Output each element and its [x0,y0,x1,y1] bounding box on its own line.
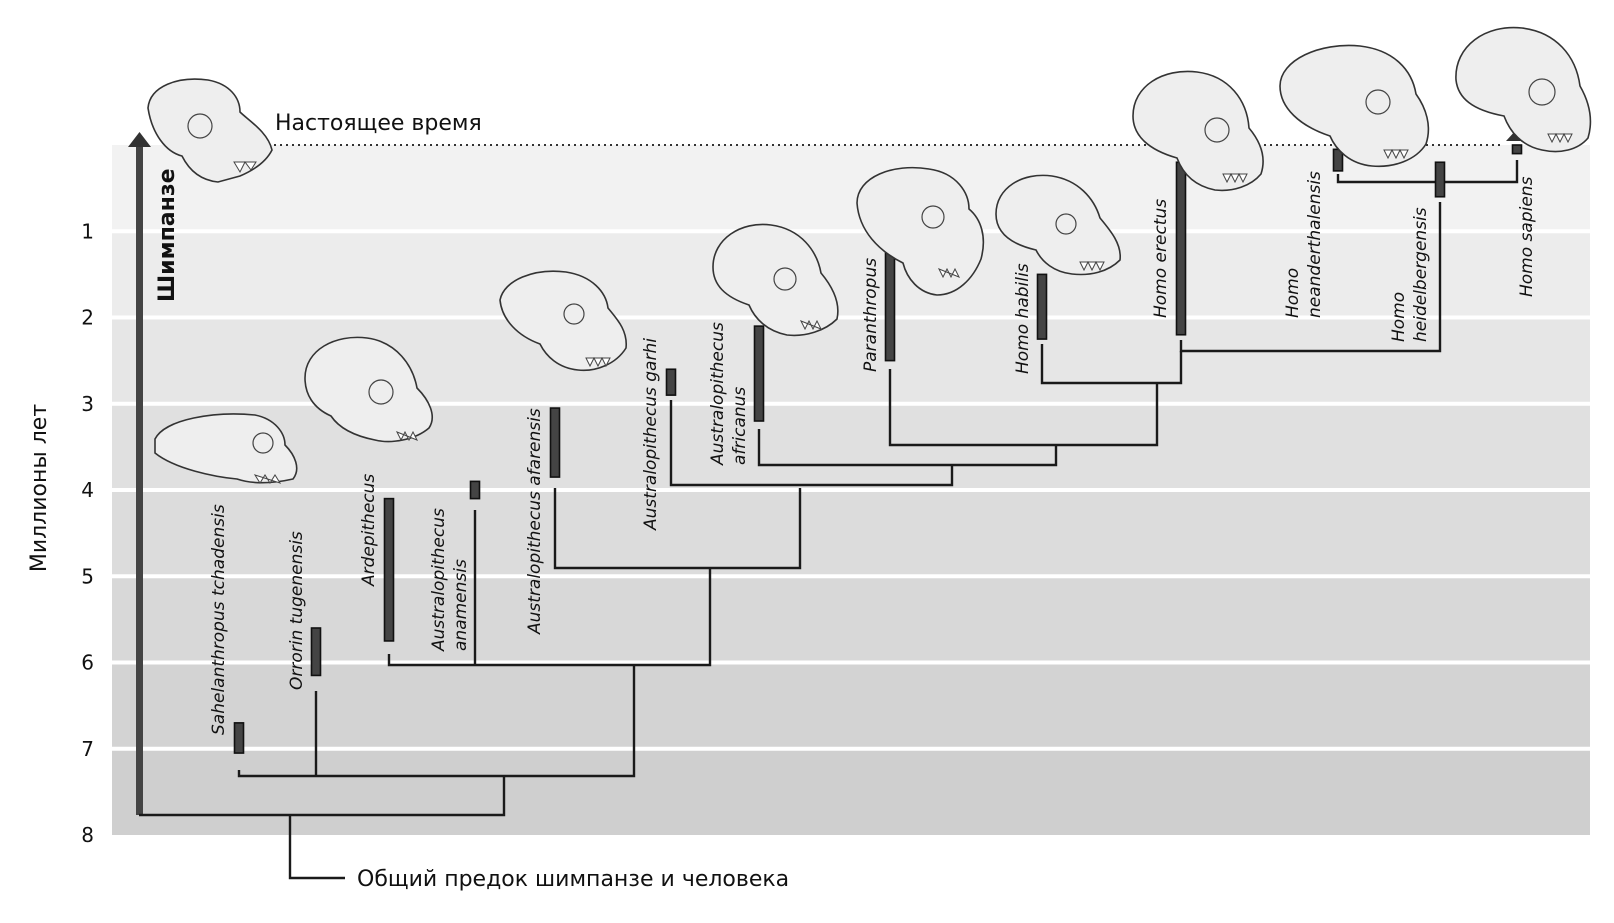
y-tick-label: 1 [81,219,94,243]
species-range-bars [233,144,1523,754]
sahelanthropus-label: Sahelanthropus tchadensis [209,504,229,735]
habilis-label: Homo habilis [1013,263,1033,374]
y-tick-label: 7 [81,737,94,761]
sapiens-skull-icon [1455,26,1592,153]
phylogeny-tree [139,160,1519,880]
chimp-lineage-bar [136,145,143,815]
skull-illustrations [147,26,1592,484]
orrorin-label: Orrorin tugenensis [287,531,307,690]
heidelbergensis-range-bar [1434,161,1446,198]
band-separator [112,574,1590,579]
sahelanthropus-skull-icon [154,413,298,484]
band-separator [112,746,1590,751]
erectus-label: Homo erectus [1151,199,1171,318]
anamensis-range-bar [469,480,481,500]
sapiens-label: Homo sapiens [1517,176,1537,297]
neanderthal-skull-icon [1279,44,1430,168]
africanus-range-bar [753,325,765,422]
chimp-skull-icon [147,78,273,183]
chimp-arrowhead [128,132,151,147]
time-band [112,662,1590,749]
ardipithecus-skull-icon [304,336,433,443]
time-band [112,490,1590,577]
band-separator [112,488,1590,492]
band-separator [112,315,1590,320]
garhi-label: Australopithecus garhi [641,338,661,531]
sapiens-range-bar [1511,144,1523,155]
y-tick-label: 2 [81,306,94,330]
y-tick-label: 6 [81,651,94,675]
ardipithecus-range-bar [383,497,395,642]
habilis-range-bar [1036,273,1048,340]
afarensis-label: Australopithecus afarensis [525,408,545,635]
present-label: Настоящее время [275,111,482,136]
ardipithecus-label: Ardepithecus [359,474,379,587]
y-tick-label: 8 [81,823,94,847]
band-separator [112,660,1590,665]
time-band [112,748,1590,835]
band-separator [112,229,1590,234]
orrorin-range-bar [310,627,322,677]
chimp-label: Шимпанзе [155,168,180,302]
erectus-range-bar [1175,161,1187,336]
time-band [112,576,1590,663]
y-tick-label: 5 [81,564,94,588]
y-tick-label: 4 [81,478,94,502]
common-ancestor-label: Общий предок шимпанзе и человека [357,867,789,892]
afarensis-skull-icon [499,270,627,372]
time-band [112,145,1590,232]
time-bands [112,145,1590,835]
y-tick-label: 3 [81,392,94,416]
band-separator [112,401,1590,406]
y-axis-title: Миллионы лет [27,404,52,573]
erectus-skull-icon [1132,70,1264,192]
y-axis-ticks: 1 2 3 4 5 6 7 8 [81,219,94,847]
species-labels: Sahelanthropus tchadensis Orrorin tugenen… [209,171,1537,735]
time-band [112,231,1590,318]
paranthropus-range-bar [884,247,896,362]
afarensis-range-bar [549,407,561,478]
paranthropus-skull-icon [856,166,985,296]
paranthropus-label: Paranthropus [861,258,881,372]
sahelanthropus-range-bar [233,722,245,754]
habilis-skull-icon [995,174,1121,276]
garhi-range-bar [665,368,677,396]
africanus-skull-icon [712,223,839,337]
